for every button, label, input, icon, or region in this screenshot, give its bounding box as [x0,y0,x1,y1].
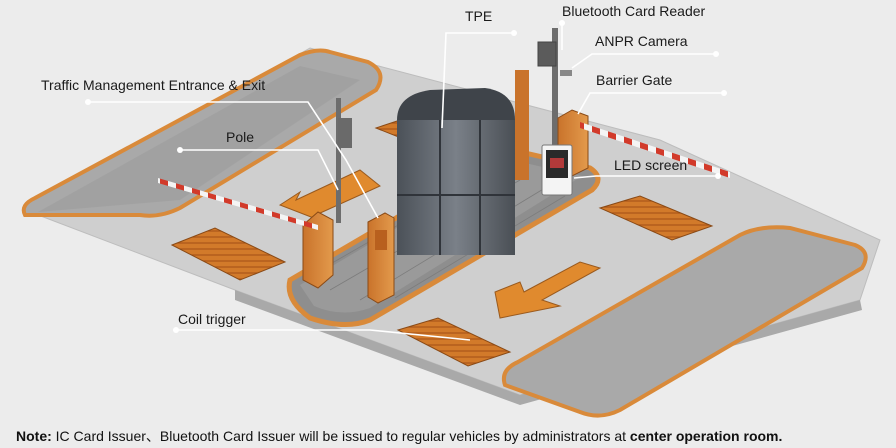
coil-trigger-right [598,195,714,241]
label-bluetooth-card-reader: Bluetooth Card Reader [562,3,706,19]
label-traffic-management: Traffic Management Entrance & Exit [41,77,266,93]
label-pole: Pole [226,129,255,145]
direction-arrow-right [494,261,602,319]
callout-dots [85,20,727,333]
label-tpe: TPE [465,8,493,24]
coil-trigger-bottom [396,317,512,367]
barrier-gate-left [158,178,334,289]
pole-left [336,98,352,223]
note-body: IC Card Issuer、Bluetooth Card Issuer wil… [51,428,630,444]
note-emphasis: center operation room. [629,428,783,444]
footnote: Note: IC Card Issuer、Bluetooth Card Issu… [16,428,782,444]
label-anpr-camera: ANPR Camera [595,33,688,49]
coil-trigger-left [170,227,287,281]
label-barrier-gate: Barrier Gate [596,72,673,88]
callout-lines [88,23,724,341]
label-led-screen: LED screen [614,157,688,173]
pole-right [537,28,572,163]
led-screen [541,144,573,196]
tpe-booth [397,70,529,255]
traffic-management-terminal [367,212,395,304]
note-prefix: Note: [16,428,52,444]
label-coil-trigger: Coil trigger [178,311,246,327]
right-sidewalk [501,225,868,418]
